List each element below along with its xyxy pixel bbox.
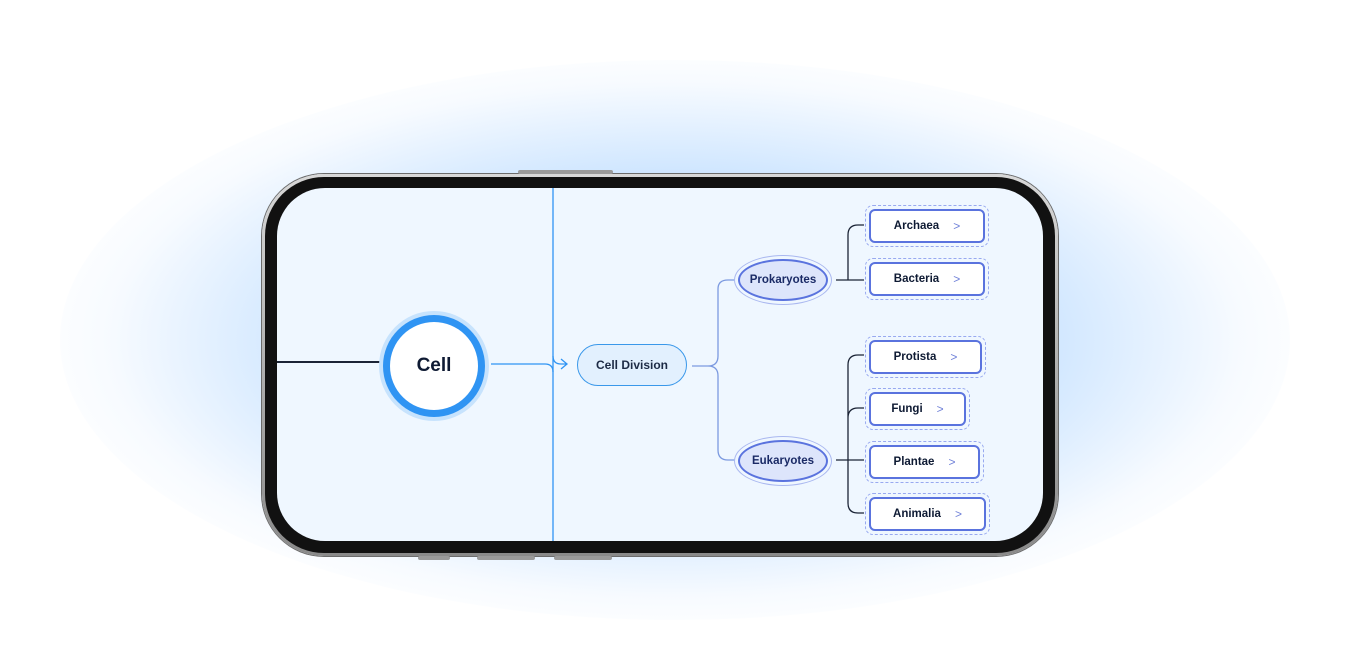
leaf-label: Fungi [891, 403, 923, 415]
leaf-label: Plantae [893, 456, 935, 468]
node-eukaryotes[interactable]: Eukaryotes [734, 436, 832, 486]
branch-bracket [692, 279, 735, 461]
leaf-bacteria[interactable]: Bacteria > [865, 258, 989, 300]
prokaryotes-bracket [836, 224, 864, 281]
chevron-right-icon: > [936, 402, 944, 416]
leaf-label: Animalia [893, 508, 941, 520]
phone-button-top [518, 170, 613, 174]
leaf-protista[interactable]: Protista > [865, 336, 986, 378]
chevron-right-icon: > [953, 219, 961, 233]
leaf-label: Protista [893, 351, 937, 363]
chevron-right-icon: > [948, 455, 956, 469]
root-node-label: Cell [390, 322, 478, 410]
node-prokaryotes[interactable]: Prokaryotes [734, 255, 832, 305]
leaf-archaea[interactable]: Archaea > [865, 205, 989, 247]
node-cell-division[interactable]: Cell Division [577, 344, 687, 386]
chevron-right-icon: > [950, 350, 958, 364]
leaf-animalia[interactable]: Animalia > [865, 493, 990, 535]
phone-button-bottom-3 [554, 556, 612, 560]
leaf-label: Archaea [893, 220, 940, 232]
chevron-right-icon: > [954, 507, 962, 521]
phone-button-bottom-1 [418, 556, 450, 560]
leaf-label: Bacteria [893, 273, 940, 285]
eukaryotes-bracket [836, 354, 864, 514]
leaf-plantae[interactable]: Plantae > [865, 441, 984, 483]
phone-button-bottom-2 [477, 556, 535, 560]
node-label: Prokaryotes [738, 259, 828, 301]
node-label: Cell Division [595, 358, 669, 372]
root-to-branch-arrow [491, 355, 569, 373]
leaf-fungi[interactable]: Fungi > [865, 388, 970, 430]
root-node-cell[interactable]: Cell [379, 311, 489, 421]
chevron-right-icon: > [953, 272, 961, 286]
node-label: Eukaryotes [738, 440, 828, 482]
